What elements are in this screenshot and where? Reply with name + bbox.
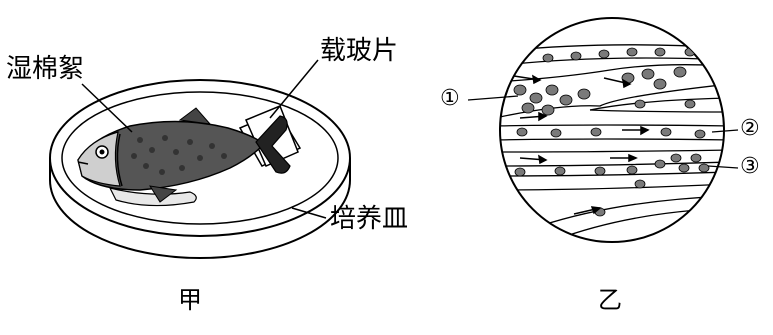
marker-2: ② [740,116,760,141]
caption-b: 乙 [598,286,622,314]
leader-lines-b [467,95,739,169]
microscope-field [499,17,725,243]
marker-1: ① [440,86,460,111]
caption-a: 甲 [178,286,202,314]
leader-lines-a [81,59,327,219]
marker-3: ③ [740,154,760,179]
label-glass-slide: 载玻片 [320,36,399,66]
petri-dish [49,79,351,259]
wet-cotton-under-body [108,187,197,207]
label-wet-cotton: 湿棉絮 [6,54,85,84]
fish [77,107,291,203]
label-petri-dish: 培养皿 [330,204,409,234]
